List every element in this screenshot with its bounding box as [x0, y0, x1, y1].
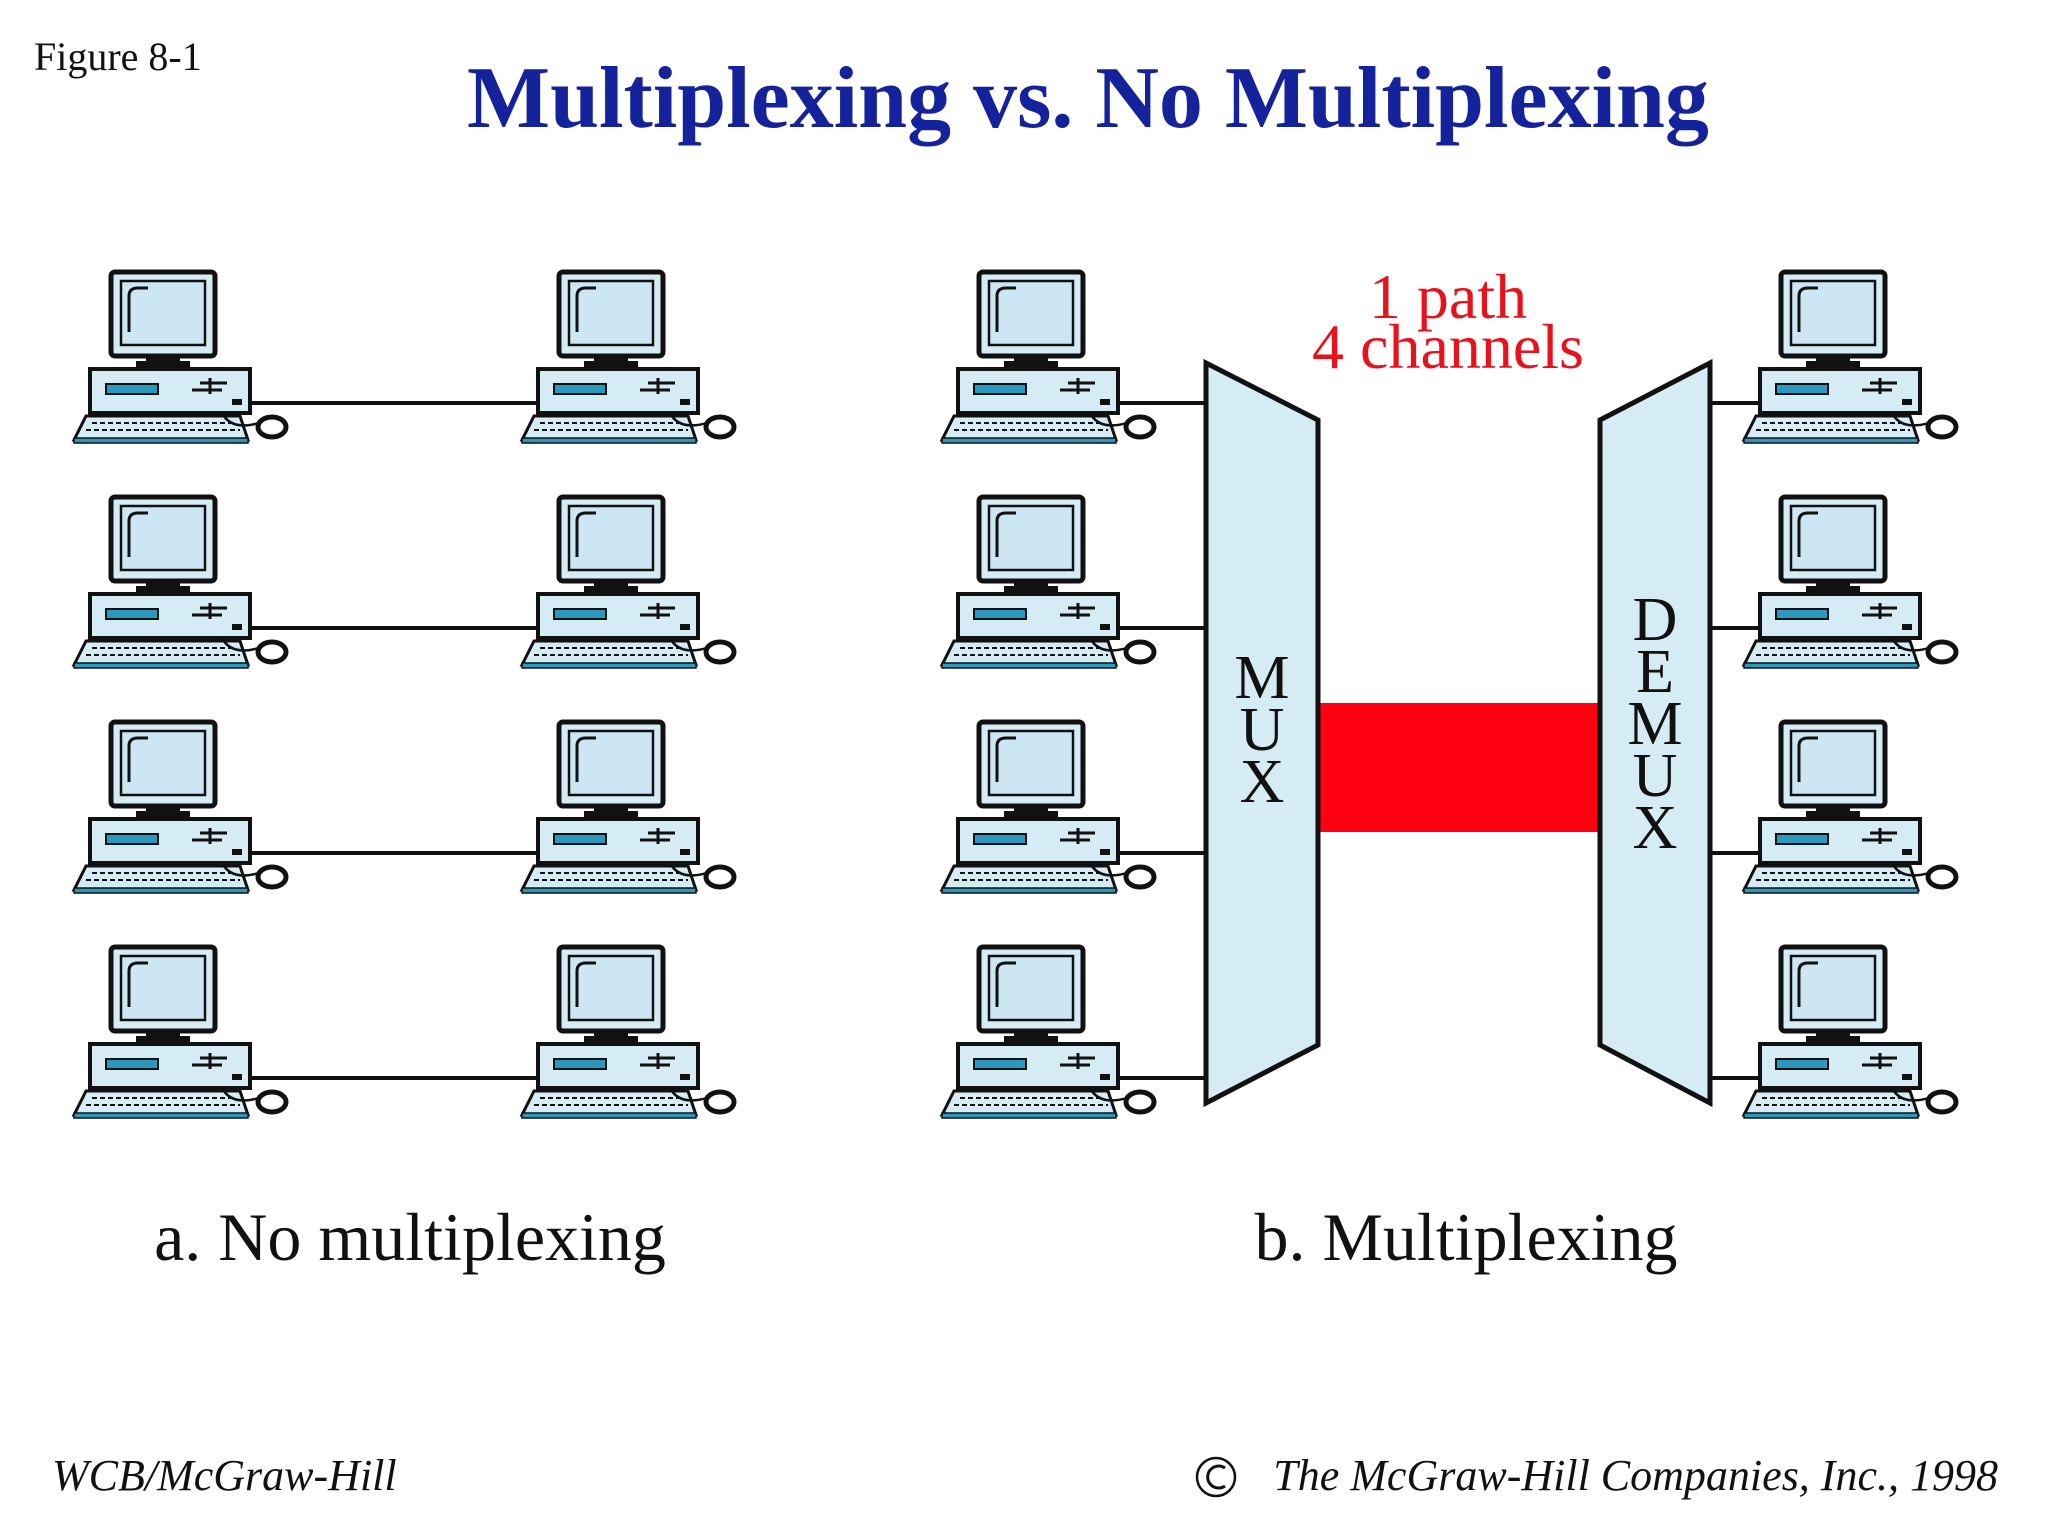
footer-publisher: WCB/McGraw-Hill [52, 1451, 397, 1500]
path-label-line1: 1 path [1369, 261, 1527, 332]
panel-a-computers [74, 272, 734, 1118]
receiver-computer [522, 272, 734, 443]
receiver-computer [522, 497, 734, 668]
sender-computer [942, 947, 1154, 1118]
receiver-computer [1744, 947, 1956, 1118]
receiver-computer [522, 947, 734, 1118]
mux-label: MUX [1234, 644, 1289, 816]
demux-block [1597, 358, 1713, 1108]
copyright-icon [1195, 1456, 1237, 1498]
label-letter: M [1234, 644, 1289, 712]
sender-computer [942, 272, 1154, 443]
label-letter: X [1240, 748, 1285, 816]
label-letter: M [1627, 690, 1682, 758]
label-letter: U [1633, 742, 1678, 810]
caption-no-multiplexing: a. No multiplexing [154, 1199, 666, 1275]
shared-link [1318, 703, 1600, 832]
path-label-line2: 4 channels [1312, 311, 1584, 382]
receiver-computer [1744, 272, 1956, 443]
sender-computer [74, 722, 286, 893]
sender-computer [74, 272, 286, 443]
figure-label: Figure 8-1 [34, 34, 202, 79]
sender-computer [74, 497, 286, 668]
receiver-computer [1744, 722, 1956, 893]
panel-b-left-computers [942, 272, 1154, 1118]
page-title: Multiplexing vs. No Multiplexing [467, 50, 1709, 147]
footer-copyright: The McGraw-Hill Companies, Inc., 1998 [1273, 1451, 1998, 1500]
label-letter: E [1636, 638, 1674, 706]
sender-computer [942, 497, 1154, 668]
copyright-c-mark [1206, 1464, 1226, 1490]
panel-a-wires [250, 401, 560, 1080]
sender-computer [942, 722, 1154, 893]
caption-multiplexing: b. Multiplexing [1254, 1199, 1677, 1275]
mux-block [1203, 358, 1321, 1108]
label-letter: U [1240, 696, 1285, 764]
panel-b-right-computers [1744, 272, 1956, 1118]
label-letter: X [1633, 794, 1678, 862]
label-letter: D [1633, 586, 1678, 654]
receiver-computer [1744, 497, 1956, 668]
sender-computer [74, 947, 286, 1118]
receiver-computer [522, 722, 734, 893]
